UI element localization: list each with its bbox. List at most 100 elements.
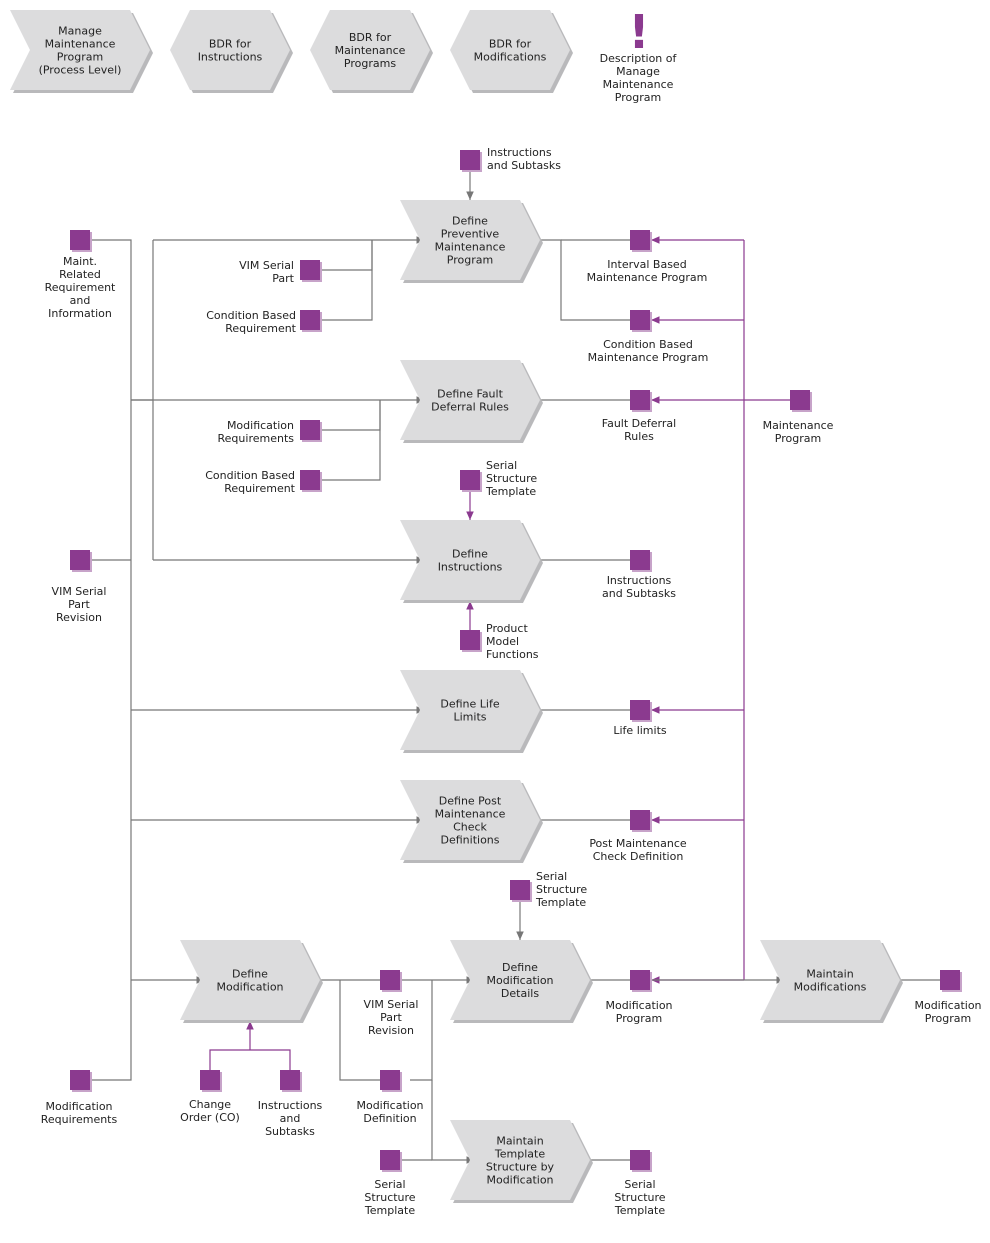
object-mod-def[interactable] xyxy=(380,1070,402,1092)
object-mod-prog2[interactable] xyxy=(940,970,962,992)
process-shape xyxy=(400,670,540,750)
object-label-line: Maintenance xyxy=(763,419,834,432)
object-vim-rev2[interactable] xyxy=(380,970,402,992)
hexagon-shape xyxy=(170,10,290,90)
object-label-line: Related xyxy=(59,268,101,281)
connector xyxy=(320,240,373,271)
object-square xyxy=(630,230,650,250)
object-square xyxy=(380,1070,400,1090)
object-mod-prog1[interactable] xyxy=(630,970,652,992)
object-square xyxy=(460,630,480,650)
object-label-line: Template xyxy=(614,1204,665,1217)
object-pmf[interactable] xyxy=(460,630,482,652)
object-label-line: Instructions xyxy=(487,146,552,159)
object-co[interactable] xyxy=(200,1070,222,1092)
hexagon-label-line: Maintenance xyxy=(335,44,406,57)
process-shape xyxy=(760,940,900,1020)
object-label-line: Condition Based xyxy=(205,469,295,482)
object-square xyxy=(630,970,650,990)
connector xyxy=(320,400,381,481)
object-label-line: VIM Serial xyxy=(239,259,294,272)
object-vim-part[interactable] xyxy=(300,260,322,282)
object-mod-req2[interactable] xyxy=(70,1070,92,1092)
process-label-line: Modification xyxy=(486,974,553,987)
object-label-line: Template xyxy=(535,896,586,909)
process-label-line: Maintain xyxy=(806,968,853,981)
object-sst3[interactable] xyxy=(380,1150,402,1172)
object-interval[interactable] xyxy=(630,230,652,252)
process-label-line: Maintenance xyxy=(435,808,506,821)
object-square xyxy=(200,1070,220,1090)
object-fault-rules[interactable] xyxy=(630,390,652,412)
object-square xyxy=(300,420,320,440)
alert-label-line: Program xyxy=(615,91,661,104)
object-vim-rev1[interactable] xyxy=(70,550,92,572)
process-label-line: Define Fault xyxy=(437,388,503,401)
object-label-line: Maintenance Program xyxy=(588,351,709,364)
object-label-line: Life limits xyxy=(613,724,667,737)
object-cond-prog[interactable] xyxy=(630,310,652,332)
object-label-line: Post Maintenance xyxy=(589,837,687,850)
hexagon-label-line: BDR for xyxy=(489,38,532,51)
object-square xyxy=(70,230,90,250)
object-sst2[interactable] xyxy=(510,880,532,902)
object-mod-req1[interactable] xyxy=(300,420,322,442)
connector xyxy=(209,1049,291,1070)
object-sst1[interactable] xyxy=(460,470,482,492)
object-maint-prog[interactable] xyxy=(790,390,812,412)
process-shape xyxy=(400,780,540,860)
object-post-check[interactable] xyxy=(630,810,652,832)
object-label-line: Rules xyxy=(624,430,654,443)
object-label-line: Program xyxy=(775,432,821,445)
object-instr-bot[interactable] xyxy=(280,1070,302,1092)
object-label-line: Interval Based xyxy=(607,258,686,271)
object-label-line: and Subtasks xyxy=(602,587,676,600)
alert-label-line: Description of xyxy=(600,52,678,65)
process-shape xyxy=(400,200,540,280)
object-cond-req1[interactable] xyxy=(300,310,322,332)
object-label-line: Program xyxy=(925,1012,971,1025)
connector xyxy=(320,400,381,431)
object-square xyxy=(940,970,960,990)
object-label-line: Requirement xyxy=(225,322,296,335)
object-square xyxy=(630,550,650,570)
object-instr-out[interactable] xyxy=(630,550,652,572)
process-label-line: Template xyxy=(494,1148,545,1161)
process-label-line: Modifications xyxy=(794,981,867,994)
object-square xyxy=(280,1070,300,1090)
object-square xyxy=(300,470,320,490)
object-label-line: Instructions xyxy=(258,1099,323,1112)
object-life[interactable] xyxy=(630,700,652,722)
object-sst4[interactable] xyxy=(630,1150,652,1172)
object-maint-req[interactable] xyxy=(70,230,92,252)
object-label-line: Requirement xyxy=(224,482,295,495)
object-instr-top[interactable] xyxy=(460,150,482,172)
object-label-line: VIM Serial xyxy=(52,585,107,598)
object-cond-req2[interactable] xyxy=(300,470,322,492)
hexagon-shape xyxy=(450,10,570,90)
process-shape xyxy=(10,10,150,90)
process-label-line: Preventive xyxy=(441,228,500,241)
exclamation-mark: ! xyxy=(629,5,650,59)
object-label-line: and Subtasks xyxy=(487,159,561,172)
object-label-line: Condition Based xyxy=(603,338,693,351)
object-label-line: Fault Deferral xyxy=(602,417,676,430)
object-square xyxy=(460,470,480,490)
process-label-line: Modification xyxy=(216,981,283,994)
